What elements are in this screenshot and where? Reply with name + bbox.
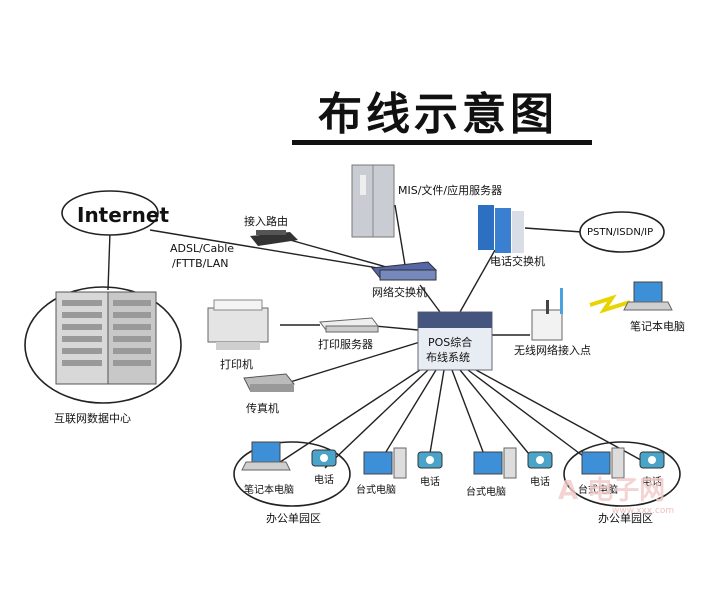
laptop-wireless-label: 笔记本电脑 <box>630 320 685 333</box>
datacenter-label: 互联网数据中心 <box>54 412 131 425</box>
print-server-icon <box>319 317 379 333</box>
diagram-title: 布线示意图 <box>318 89 558 140</box>
link-fax-pos <box>289 341 421 383</box>
desktop3-label: 台式电脑 <box>578 485 618 496</box>
link-switch-pos <box>419 284 441 313</box>
phone2-label: 电话 <box>420 477 440 488</box>
pos-system-icon <box>417 311 493 371</box>
wireless-ap-icon <box>531 288 563 341</box>
router-icon <box>250 230 298 246</box>
notebook-icon <box>241 441 291 471</box>
mis-server-icon <box>351 164 395 238</box>
phone3-label: 电话 <box>530 477 550 488</box>
internet-label: Internet <box>77 203 170 227</box>
pstn-label: PSTN/ISDN/IP <box>587 227 654 238</box>
internet-ellipse <box>61 190 159 236</box>
link-internet-switch <box>149 229 391 271</box>
link-router-switch <box>289 239 391 269</box>
phone1-label: 电话 <box>314 475 334 486</box>
phone-switch-label: 电话交换机 <box>490 255 545 268</box>
fax-label: 传真机 <box>246 402 279 415</box>
laptop-wireless-icon <box>623 281 673 311</box>
pos-label-line2: 布线系统 <box>426 351 470 364</box>
desktop2-icon <box>473 447 517 479</box>
print-server-label: 打印服务器 <box>318 338 373 351</box>
link-printserver-pos <box>374 325 419 331</box>
fttb-label: /FTTB/LAN <box>172 257 229 270</box>
datacenter-rack-icon <box>55 291 157 385</box>
wireless-signal <box>589 294 631 314</box>
desktop1-label: 台式电脑 <box>356 485 396 496</box>
datacenter-ellipse <box>24 286 182 404</box>
link-mis-switch <box>394 204 406 266</box>
link-phoneswitch-pos <box>459 249 496 313</box>
pstn-ellipse <box>579 211 665 253</box>
phone4-icon <box>639 451 665 469</box>
link-pos-notebook <box>267 369 421 471</box>
title-underline <box>292 140 592 145</box>
link-phoneswitch-pstn <box>524 227 583 233</box>
phone3-icon <box>527 451 553 469</box>
network-switch-label: 网络交换机 <box>372 286 427 299</box>
wireless-ap-label: 无线网络接入点 <box>514 344 591 357</box>
network-switch-icon <box>371 261 438 281</box>
office-zone-left-label: 办公单园区 <box>266 512 321 525</box>
link-pos-desktop3 <box>467 369 596 466</box>
link-pos-desktop1 <box>377 369 437 466</box>
desktop3-icon <box>581 447 625 479</box>
watermark-url: www.xxx.com <box>612 506 675 516</box>
office-zone-right-label: 办公单园区 <box>598 512 653 525</box>
office-zone-right <box>563 441 681 507</box>
printer-label: 打印机 <box>220 358 253 371</box>
mis-server-label: MIS/文件/应用服务器 <box>398 184 503 197</box>
link-pos-phone3 <box>459 369 539 466</box>
printer-icon <box>207 299 269 350</box>
office-zone-left <box>233 441 351 507</box>
link-pos-phone2 <box>427 369 445 466</box>
pos-label-line1: POS综合 <box>428 336 473 349</box>
router-label: 接入路由 <box>244 215 288 228</box>
phone2-icon <box>417 451 443 469</box>
watermark-logo: A 电子网 <box>558 476 666 506</box>
phone1-icon <box>311 449 337 467</box>
link-pos-phone1 <box>324 369 429 469</box>
phone4-label: 电话 <box>642 477 662 488</box>
link-pos-desktop2 <box>451 369 489 466</box>
phone-switch-icon <box>478 205 524 253</box>
desktop1-icon <box>363 447 407 479</box>
notebook-label: 笔记本电脑 <box>244 485 294 496</box>
adsl-label: ADSL/Cable <box>170 242 235 255</box>
fax-icon <box>243 373 295 392</box>
link-internet-datacenter <box>107 231 111 291</box>
desktop2-label: 台式电脑 <box>466 487 506 498</box>
